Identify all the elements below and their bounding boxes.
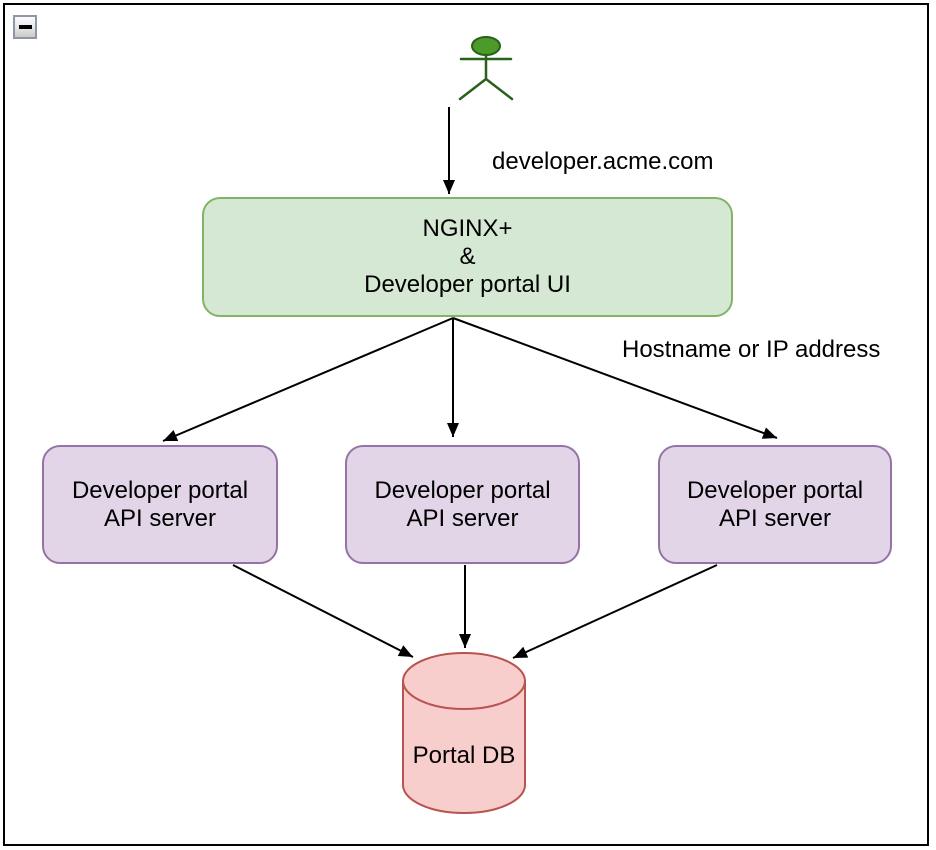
db-top-ellipse <box>402 652 526 710</box>
edge-label-routing: Hostname or IP address <box>622 336 881 363</box>
actor-head <box>471 36 501 56</box>
api-server-node-2[interactable]: Developer portal API server <box>345 445 580 564</box>
collapse-toggle-button[interactable] <box>13 15 37 39</box>
nginx-gateway-label-line3: Developer portal UI <box>364 271 571 298</box>
api-server-node-3[interactable]: Developer portal API server <box>658 445 892 564</box>
minus-icon <box>18 25 32 29</box>
api-server-label: Developer portal API server <box>71 476 249 532</box>
edge-gateway-to-api-3[interactable] <box>452 317 778 439</box>
portal-db-label: Portal DB <box>412 742 516 769</box>
nginx-gateway-node[interactable]: NGINX+ & Developer portal UI <box>202 197 733 317</box>
nginx-gateway-label-line1: NGINX+ <box>422 215 513 242</box>
api-server-node-1[interactable]: Developer portal API server <box>42 445 278 564</box>
db-side-lines <box>402 681 526 785</box>
actor-body <box>458 53 514 101</box>
edge-label-request-host: developer.acme.com <box>492 148 714 175</box>
edge-api-1-to-db[interactable] <box>232 564 414 658</box>
user-actor[interactable] <box>458 36 514 101</box>
edge-gateway-to-api-1[interactable] <box>162 317 454 442</box>
api-server-label: Developer portal API server <box>686 476 864 532</box>
api-server-label: Developer portal API server <box>374 476 551 532</box>
edge-api-3-to-db[interactable] <box>512 564 718 659</box>
portal-db-cylinder[interactable] <box>402 652 526 814</box>
nginx-gateway-label-line2: & <box>459 243 476 270</box>
